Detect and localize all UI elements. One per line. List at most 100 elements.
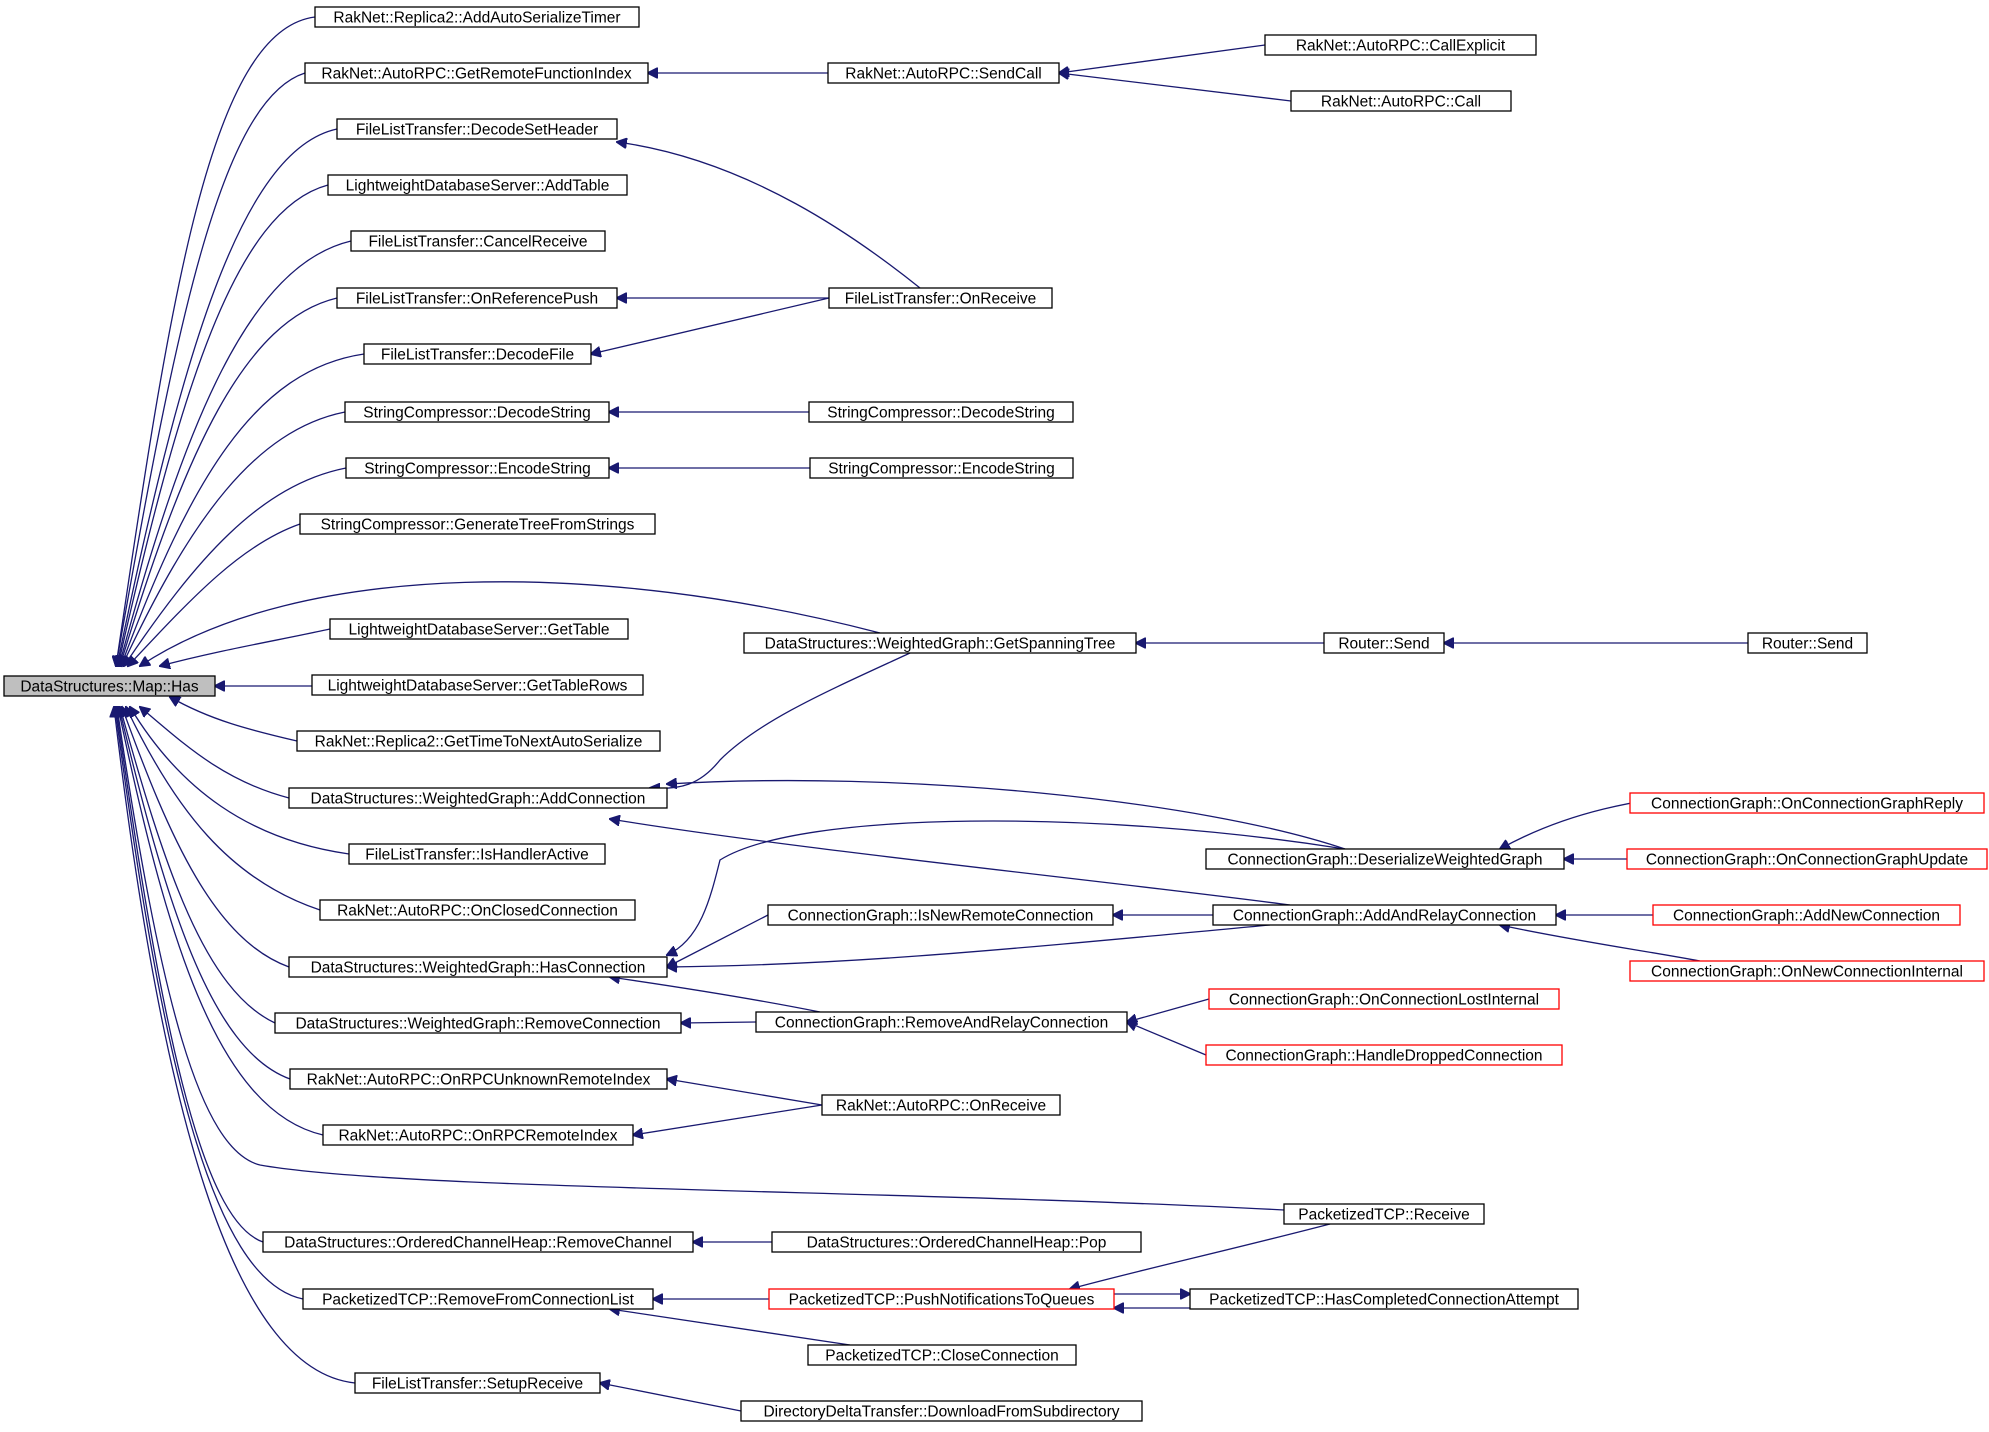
node-box[interactable] (1747, 632, 1868, 654)
node-box[interactable] (354, 1372, 601, 1394)
node-cg-onnewinternal[interactable]: ConnectionGraph::OnNewConnectionInternal (1629, 960, 1985, 982)
node-flt-onrefpush[interactable]: FileListTransfer::OnReferencePush (336, 287, 618, 309)
node-cg-handledropped[interactable]: ConnectionGraph::HandleDroppedConnection (1205, 1044, 1563, 1066)
node-ptcp-receive[interactable]: PacketizedTCP::Receive (1283, 1203, 1485, 1225)
node-sc-decode[interactable]: StringCompressor::DecodeString (344, 401, 610, 423)
node-has[interactable]: DataStructures::Map::Has (3, 675, 216, 697)
node-box[interactable] (289, 1068, 668, 1090)
node-arpc-callexplicit[interactable]: RakNet::AutoRPC::CallExplicit (1264, 34, 1537, 56)
node-ptcp-removefrom[interactable]: PacketizedTCP::RemoveFromConnectionList (302, 1288, 654, 1310)
node-box[interactable] (1205, 848, 1565, 870)
node-cg-addnew[interactable]: ConnectionGraph::AddNewConnection (1652, 904, 1961, 926)
node-router-send1[interactable]: Router::Send (1323, 632, 1445, 654)
node-cg-removerelay[interactable]: ConnectionGraph::RemoveAndRelayConnectio… (755, 1011, 1128, 1033)
node-box[interactable] (348, 843, 606, 865)
node-box[interactable] (304, 62, 649, 84)
node-flt-setupreceive[interactable]: FileListTransfer::SetupReceive (354, 1372, 601, 1394)
node-ldb-gettable[interactable]: LightweightDatabaseServer::GetTable (329, 618, 629, 640)
node-wg-spanning[interactable]: DataStructures::WeightedGraph::GetSpanni… (743, 632, 1137, 654)
node-box[interactable] (322, 1124, 634, 1146)
node-box[interactable] (807, 1344, 1077, 1366)
node-flt-cancel[interactable]: FileListTransfer::CancelReceive (350, 230, 606, 252)
node-wg-addconn[interactable]: DataStructures::WeightedGraph::AddConnec… (288, 787, 668, 809)
node-ddt-download[interactable]: DirectoryDeltaTransfer::DownloadFromSubd… (740, 1400, 1143, 1422)
node-box[interactable] (1626, 848, 1988, 870)
node-box[interactable] (336, 118, 618, 140)
node-ptcp-hascompleted[interactable]: PacketizedTCP::HasCompletedConnectionAtt… (1189, 1288, 1579, 1310)
node-box[interactable] (1212, 904, 1557, 926)
node-box[interactable] (327, 174, 628, 196)
node-box[interactable] (329, 618, 629, 640)
node-box[interactable] (1189, 1288, 1579, 1310)
node-box[interactable] (808, 401, 1074, 423)
node-box[interactable] (296, 730, 661, 752)
node-cg-ongraphreply[interactable]: ConnectionGraph::OnConnectionGraphReply (1629, 792, 1985, 814)
node-r2-addauto[interactable]: RakNet::Replica2::AddAutoSerializeTimer (314, 6, 640, 28)
node-arpc-onreceive[interactable]: RakNet::AutoRPC::OnReceive (821, 1094, 1061, 1116)
node-flt-decodefile[interactable]: FileListTransfer::DecodeFile (363, 343, 592, 365)
node-box[interactable] (344, 401, 610, 423)
node-flt-ishandler[interactable]: FileListTransfer::IsHandlerActive (348, 843, 606, 865)
node-arpc-sendcall[interactable]: RakNet::AutoRPC::SendCall (827, 62, 1060, 84)
node-cg-deserialize[interactable]: ConnectionGraph::DeserializeWeightedGrap… (1205, 848, 1565, 870)
node-ldb-getrows[interactable]: LightweightDatabaseServer::GetTableRows (311, 674, 644, 696)
node-box[interactable] (350, 230, 606, 252)
node-ptcp-pushnotif[interactable]: PacketizedTCP::PushNotificationsToQueues (768, 1288, 1115, 1310)
node-flt-decodeset[interactable]: FileListTransfer::DecodeSetHeader (336, 118, 618, 140)
node-sc-encode[interactable]: StringCompressor::EncodeString (345, 457, 610, 479)
node-arpc-onunknown[interactable]: RakNet::AutoRPC::OnRPCUnknownRemoteIndex (289, 1068, 668, 1090)
node-och-removechan[interactable]: DataStructures::OrderedChannelHeap::Remo… (262, 1231, 694, 1253)
node-box[interactable] (809, 457, 1074, 479)
node-box[interactable] (767, 904, 1114, 926)
node-box[interactable] (311, 674, 644, 696)
node-cg-ongraphupdate[interactable]: ConnectionGraph::OnConnectionGraphUpdate (1626, 848, 1988, 870)
node-wg-hasconn[interactable]: DataStructures::WeightedGraph::HasConnec… (288, 956, 668, 978)
node-box[interactable] (1323, 632, 1445, 654)
node-box[interactable] (743, 632, 1137, 654)
node-box[interactable] (288, 956, 668, 978)
node-box[interactable] (302, 1288, 654, 1310)
node-cg-isnew[interactable]: ConnectionGraph::IsNewRemoteConnection (767, 904, 1114, 926)
node-sc-encode2[interactable]: StringCompressor::EncodeString (809, 457, 1074, 479)
node-box[interactable] (299, 513, 656, 535)
node-box[interactable] (1290, 90, 1512, 112)
node-box[interactable] (740, 1400, 1143, 1422)
node-och-pop[interactable]: DataStructures::OrderedChannelHeap::Pop (771, 1231, 1142, 1253)
node-flt-onreceive[interactable]: FileListTransfer::OnReceive (828, 287, 1053, 309)
node-box[interactable] (262, 1231, 694, 1253)
node-box[interactable] (755, 1011, 1128, 1033)
node-cg-onlost[interactable]: ConnectionGraph::OnConnectionLostInterna… (1208, 988, 1560, 1010)
node-arpc-getremote[interactable]: RakNet::AutoRPC::GetRemoteFunctionIndex (304, 62, 649, 84)
node-sc-gentree[interactable]: StringCompressor::GenerateTreeFromString… (299, 513, 656, 535)
node-sc-decode2[interactable]: StringCompressor::DecodeString (808, 401, 1074, 423)
node-box[interactable] (274, 1012, 682, 1034)
node-box[interactable] (1264, 34, 1537, 56)
node-arpc-onclosed[interactable]: RakNet::AutoRPC::OnClosedConnection (319, 899, 636, 921)
node-box[interactable] (1652, 904, 1961, 926)
node-wg-removeconn[interactable]: DataStructures::WeightedGraph::RemoveCon… (274, 1012, 682, 1034)
node-ptcp-close[interactable]: PacketizedTCP::CloseConnection (807, 1344, 1077, 1366)
node-box[interactable] (363, 343, 592, 365)
node-cg-addrelay[interactable]: ConnectionGraph::AddAndRelayConnection (1212, 904, 1557, 926)
node-box[interactable] (3, 675, 216, 697)
node-ldb-addtable[interactable]: LightweightDatabaseServer::AddTable (327, 174, 628, 196)
node-box[interactable] (828, 287, 1053, 309)
node-box[interactable] (827, 62, 1060, 84)
node-box[interactable] (771, 1231, 1142, 1253)
node-box[interactable] (345, 457, 610, 479)
node-box[interactable] (1208, 988, 1560, 1010)
node-arpc-call[interactable]: RakNet::AutoRPC::Call (1290, 90, 1512, 112)
node-box[interactable] (1205, 1044, 1563, 1066)
node-arpc-onrpcremote[interactable]: RakNet::AutoRPC::OnRPCRemoteIndex (322, 1124, 634, 1146)
node-box[interactable] (1629, 960, 1985, 982)
node-box[interactable] (319, 899, 636, 921)
node-box[interactable] (314, 6, 640, 28)
node-r2-gettime[interactable]: RakNet::Replica2::GetTimeToNextAutoSeria… (296, 730, 661, 752)
node-box[interactable] (1629, 792, 1985, 814)
node-box[interactable] (821, 1094, 1061, 1116)
node-router-send2[interactable]: Router::Send (1747, 632, 1868, 654)
node-box[interactable] (336, 287, 618, 309)
node-box[interactable] (1283, 1203, 1485, 1225)
node-box[interactable] (288, 787, 668, 809)
node-box[interactable] (768, 1288, 1115, 1310)
